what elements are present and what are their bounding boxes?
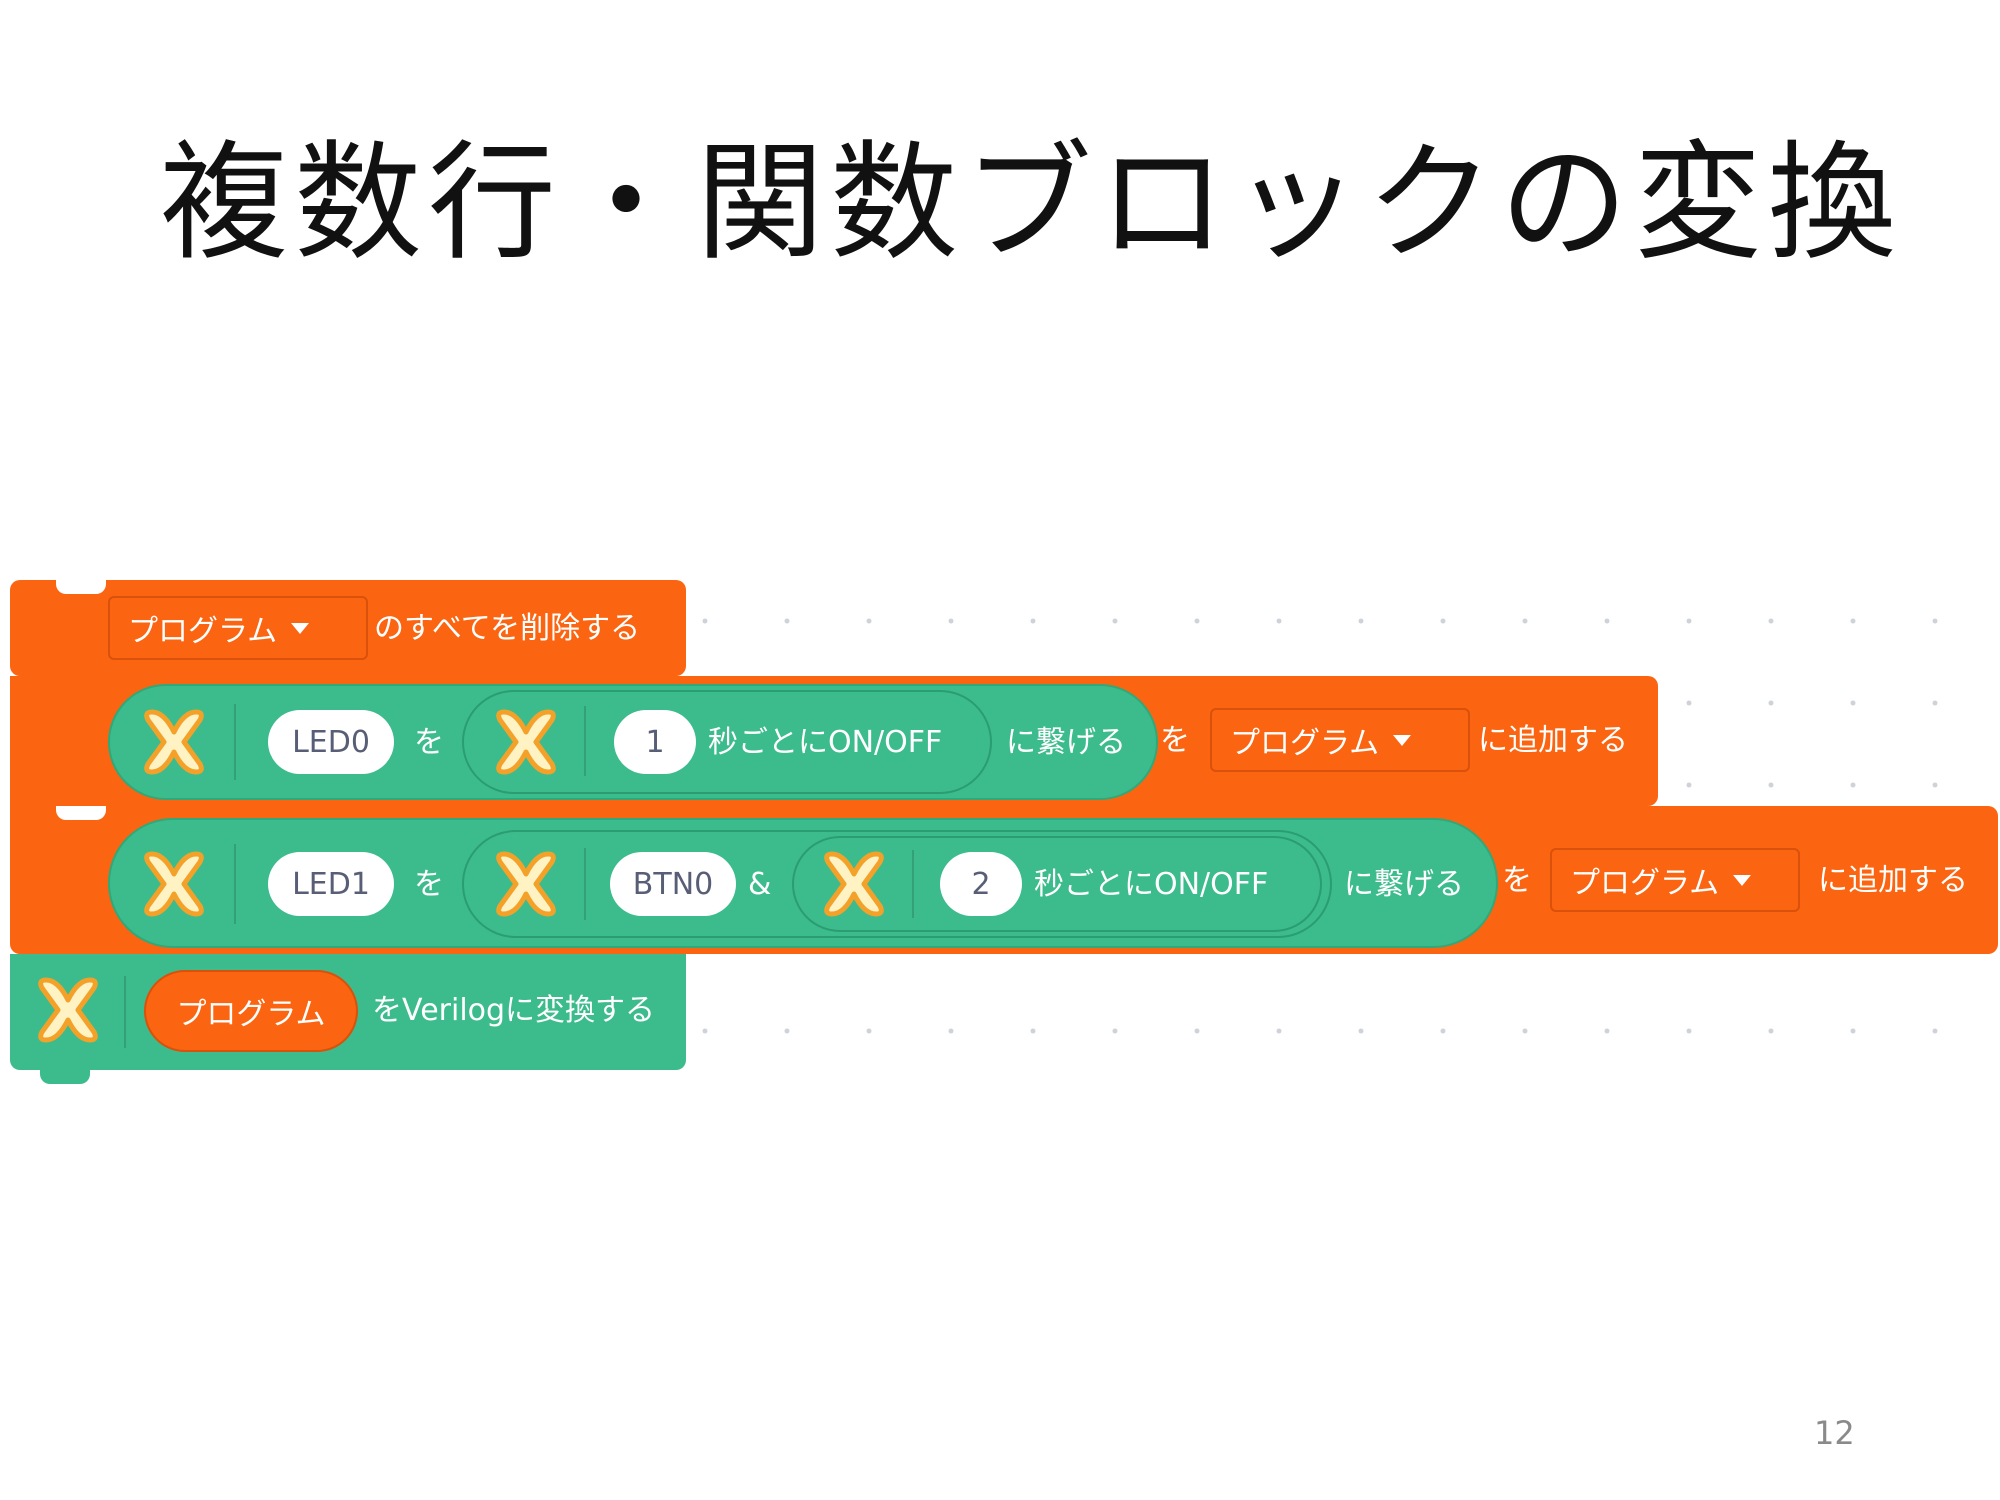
cross-x-icon xyxy=(28,970,108,1050)
block-tab xyxy=(40,1070,90,1084)
wo-label: を xyxy=(1502,863,1532,898)
blink-label: 秒ごとにON/OFF xyxy=(1034,867,1269,902)
connect-label: に繋げる xyxy=(1006,725,1126,760)
blink-label: 秒ごとにON/OFF xyxy=(708,725,943,760)
btn0-value[interactable]: BTN0 xyxy=(610,852,736,916)
program-dropdown[interactable]: プログラム xyxy=(108,596,368,660)
program-dropdown[interactable]: プログラム xyxy=(1550,848,1800,912)
caret-down-icon xyxy=(1733,874,1752,886)
add-suffix-label: に追加する xyxy=(1478,723,1628,758)
led0-value[interactable]: LED0 xyxy=(268,710,394,774)
caret-down-icon xyxy=(1393,734,1412,746)
and-label: & xyxy=(748,867,772,902)
program-dropdown-label: プログラム xyxy=(1230,726,1380,761)
connect-led0-reporter[interactable]: LED0 を 1 秒ごとにON/OFF に繋げる xyxy=(108,684,1158,800)
and-reporter[interactable]: BTN0 & 2 秒ごとにON/OFF xyxy=(462,830,1332,938)
cross-x-icon xyxy=(486,702,566,782)
blink-2sec-reporter[interactable]: 2 秒ごとにON/OFF xyxy=(792,836,1322,932)
page-number: 12 xyxy=(1814,1414,1855,1452)
program-variable[interactable]: プログラム xyxy=(144,970,358,1052)
caret-down-icon xyxy=(291,622,310,634)
program-dropdown[interactable]: プログラム xyxy=(1210,708,1470,772)
add-led1-block[interactable]: LED1 を BTN0 & 2 秒ごとにON/OFF に繋げる を プログラム … xyxy=(10,806,1998,954)
wo-label: を xyxy=(1160,723,1190,758)
cross-x-icon xyxy=(814,844,894,924)
connect-led1-reporter[interactable]: LED1 を BTN0 & 2 秒ごとにON/OFF に繋げる xyxy=(108,818,1498,948)
cross-x-icon xyxy=(134,702,214,782)
wo-label: を xyxy=(414,867,444,902)
clear-program-block[interactable]: プログラム のすべてを削除する xyxy=(10,580,686,676)
wo-label: を xyxy=(414,725,444,760)
blink-1sec-reporter[interactable]: 1 秒ごとにON/OFF xyxy=(462,690,992,794)
convert-verilog-block[interactable]: プログラム をVerilogに変換する xyxy=(10,954,686,1070)
add-led0-block[interactable]: LED0 を 1 秒ごとにON/OFF に繋げる を プログラム に追加する xyxy=(10,676,1658,806)
led1-value[interactable]: LED1 xyxy=(268,852,394,916)
cross-x-icon xyxy=(486,844,566,924)
program-dropdown-label: プログラム xyxy=(1570,866,1720,901)
cross-x-icon xyxy=(134,844,214,924)
slide-title: 複数行・関数ブロックの変換 xyxy=(160,129,1903,278)
interval-1-value[interactable]: 1 xyxy=(614,710,696,774)
connect-label: に繋げる xyxy=(1344,867,1464,902)
add-suffix-label: に追加する xyxy=(1818,863,1968,898)
clear-suffix-label: のすべてを削除する xyxy=(374,611,641,646)
interval-2-value[interactable]: 2 xyxy=(940,852,1022,916)
program-dropdown-label: プログラム xyxy=(128,614,278,649)
convert-suffix-label: をVerilogに変換する xyxy=(372,993,656,1028)
